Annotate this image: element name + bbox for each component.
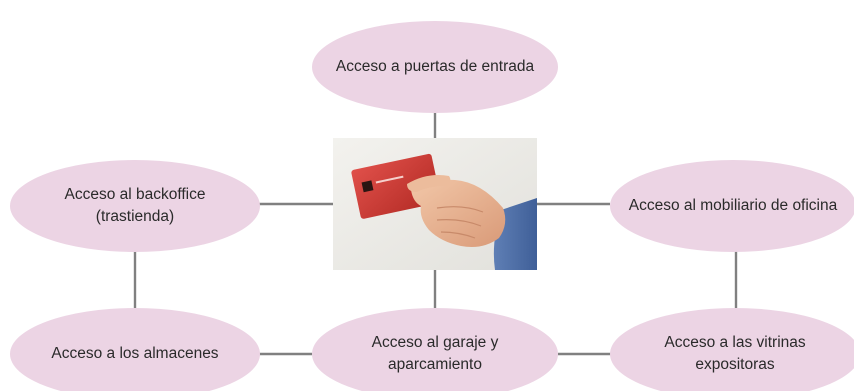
node-garage: Acceso al garaje y aparcamiento xyxy=(312,308,558,391)
hand-shape xyxy=(411,179,506,247)
node-entrance-label: Acceso a puertas de entrada xyxy=(335,58,535,76)
node-storage-label: Acceso a los almacenes xyxy=(51,345,219,363)
node-furniture-label: Acceso al mobiliario de oficina xyxy=(628,197,838,215)
node-showcases-label: Acceso a las vitrinas expositoras xyxy=(664,334,806,373)
node-backoffice: Acceso al backoffice (trastienda) xyxy=(10,160,260,252)
hand-holding-card-image xyxy=(333,138,537,270)
node-backoffice-label: Acceso al backoffice (trastienda) xyxy=(64,186,206,225)
card-chip xyxy=(361,180,374,193)
hand-card-illustration xyxy=(333,138,537,270)
node-entrance: Acceso a puertas de entrada xyxy=(312,21,558,113)
node-showcases: Acceso a las vitrinas expositoras xyxy=(610,308,854,391)
node-furniture: Acceso al mobiliario de oficina xyxy=(610,160,854,252)
node-garage-label: Acceso al garaje y aparcamiento xyxy=(371,334,499,373)
node-storage: Acceso a los almacenes xyxy=(10,308,260,391)
